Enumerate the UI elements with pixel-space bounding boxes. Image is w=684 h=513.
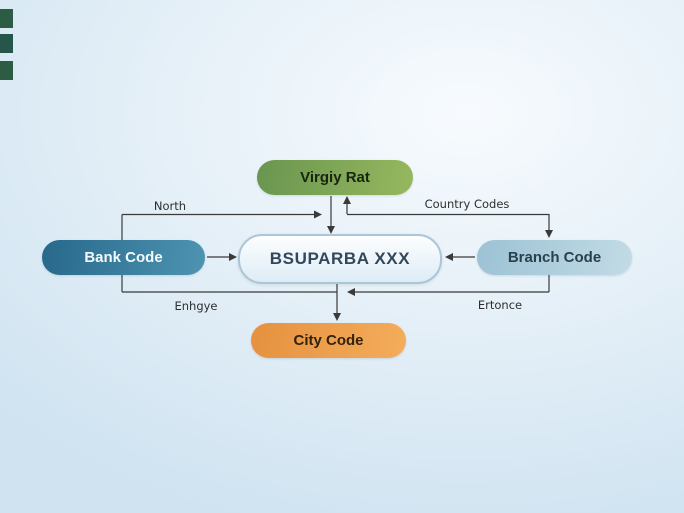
node-city-code-label: City Code [293, 332, 364, 349]
edge-label-ertonce: Ertonce [477, 298, 523, 312]
corner-square [0, 9, 13, 28]
node-country-format: Virgiy Rat [257, 160, 413, 195]
edge-label-north: North [153, 199, 187, 213]
node-bank-code: Bank Code [42, 240, 205, 275]
node-branch-code: Branch Code [477, 240, 632, 275]
edge-label-country-codes: Country Codes [424, 197, 510, 211]
node-country-format-label: Virgiy Rat [300, 169, 370, 186]
corner-square [0, 61, 13, 80]
node-swift-code: BSUPARBA XXX [238, 234, 442, 284]
edge-label-enhgye: Enhgye [174, 299, 218, 313]
node-bank-code-label: Bank Code [84, 249, 163, 266]
corner-square [0, 34, 13, 53]
node-branch-code-label: Branch Code [507, 249, 602, 266]
node-city-code: City Code [251, 323, 406, 358]
node-swift-code-label: BSUPARBA XXX [269, 249, 411, 268]
